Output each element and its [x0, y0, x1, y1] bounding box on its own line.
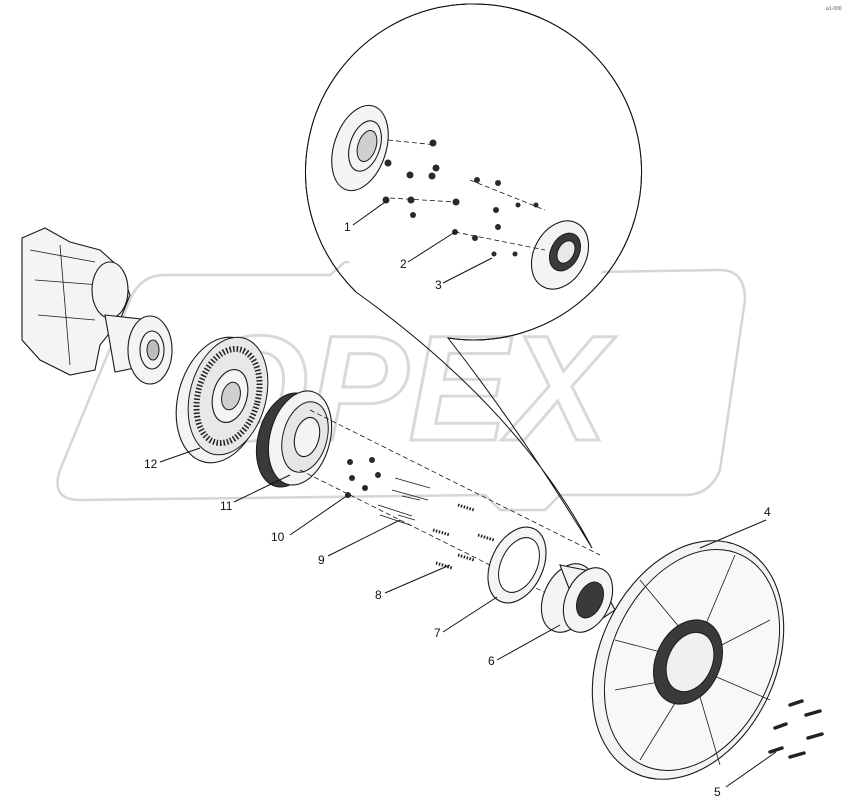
part-4-fan: [591, 540, 785, 780]
crankshaft-housing: [21, 227, 173, 385]
callouts: 1 2 3 4 5 6 7 8 9 10 11 12: [144, 220, 771, 799]
callout-9: 9: [318, 553, 325, 567]
callout-12: 12: [144, 457, 158, 471]
callout-2: 2: [400, 257, 407, 271]
part-5-bolts: [768, 699, 824, 759]
callout-4: 4: [764, 505, 771, 519]
detail-flange-right: [530, 220, 590, 290]
part-12-damper: [175, 336, 269, 464]
detail-fasteners: [382, 139, 546, 257]
callout-7: 7: [434, 626, 441, 640]
callout-10: 10: [271, 530, 285, 544]
parts-bolts-nuts: [299, 409, 601, 601]
callout-8: 8: [375, 588, 382, 602]
callout-11: 11: [220, 499, 233, 513]
callout-6: 6: [488, 654, 495, 668]
callout-3: 3: [435, 278, 442, 292]
part-7-ring: [487, 526, 547, 604]
callout-1: 1: [344, 220, 351, 234]
part-6-hub: [540, 563, 616, 633]
doc-code: a1-000: [826, 6, 842, 12]
callout-5: 5: [714, 785, 721, 799]
detail-flange-left: [331, 104, 389, 192]
leader-lines: [159, 199, 777, 788]
part-11-pulley: [255, 390, 333, 488]
